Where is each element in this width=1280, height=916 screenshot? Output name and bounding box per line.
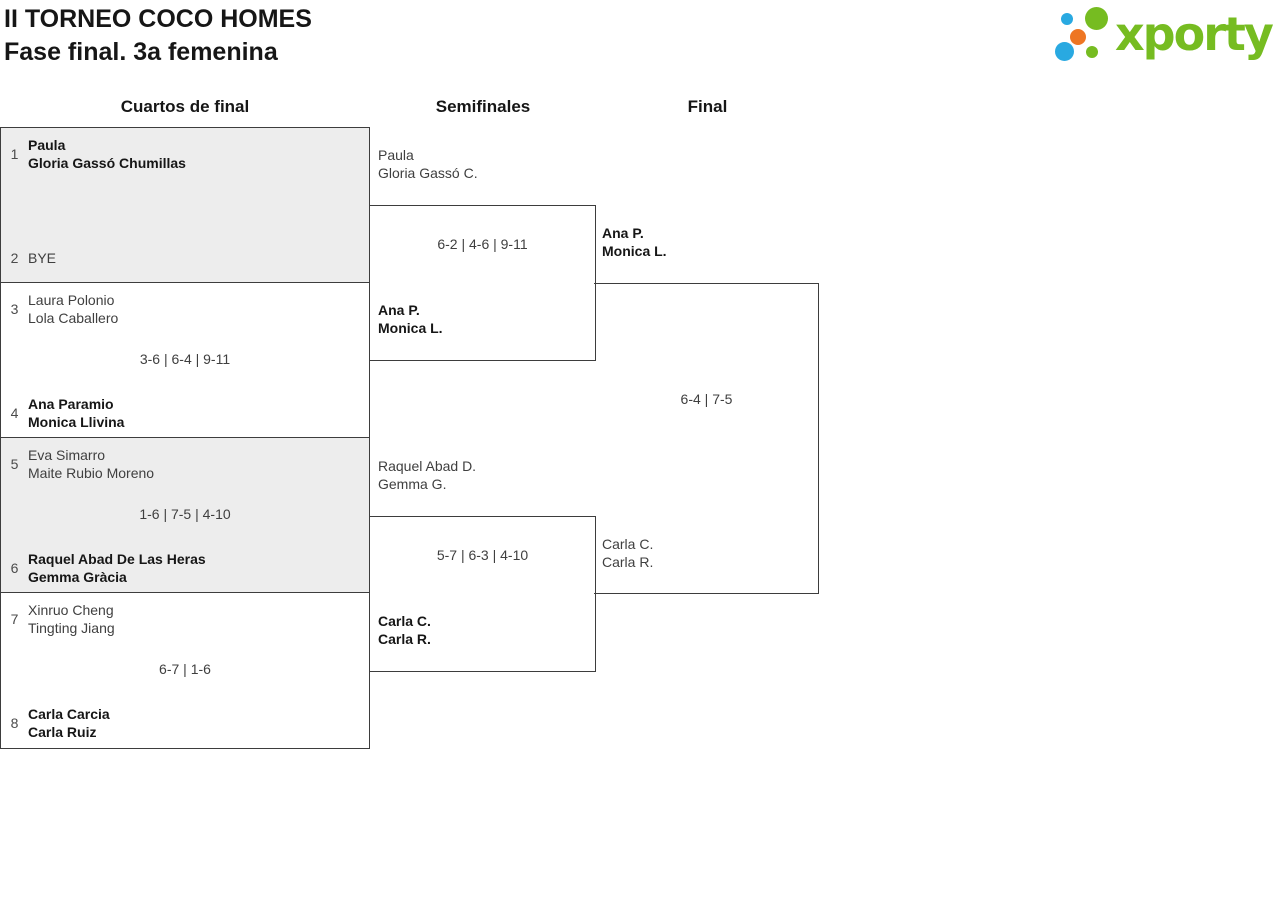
seed-number: 8 xyxy=(10,715,19,731)
team-row: 4 Ana Paramio Monica Llivina xyxy=(1,395,125,431)
team-name: Ana P. Monica L. xyxy=(378,302,443,336)
seed-number: 2 xyxy=(10,250,19,266)
seed-number: 1 xyxy=(10,146,19,162)
team-name: Laura Polonio Lola Caballero xyxy=(28,292,119,326)
team-name: Ana Paramio Monica Llivina xyxy=(28,396,125,430)
team-name: Carla C. Carla R. xyxy=(378,613,431,647)
team-row: 8 Carla Carcia Carla Ruiz xyxy=(1,705,110,741)
seed-number: 4 xyxy=(10,405,19,421)
team-name: Paula Gloria Gassó Chumillas xyxy=(28,137,186,171)
logo-dot-green-large-icon xyxy=(1085,7,1108,30)
xporty-logo[interactable]: xporty xyxy=(1045,0,1280,78)
logo-dot-green-small-icon xyxy=(1086,46,1098,58)
page-subtitle: Fase final. 3a femenina xyxy=(4,38,278,66)
quarterfinal-1-box: 1 Paula Gloria Gassó Chumillas 2 BYE xyxy=(0,127,370,283)
team-row: 6 Raquel Abad De Las Heras Gemma Gràcia xyxy=(1,550,206,586)
team-name: Ana P. Monica L. xyxy=(602,225,667,259)
team-name: Xinruo Cheng Tingting Jiang xyxy=(28,602,115,636)
seed-number: 5 xyxy=(10,456,19,472)
match-score: 6-7 | 1-6 xyxy=(159,661,211,677)
team-name: Carla C. Carla R. xyxy=(602,536,654,570)
seed-number: 3 xyxy=(10,301,19,317)
round-header-quarterfinals: Cuartos de final xyxy=(120,97,250,116)
quarterfinal-4-box: 7 Xinruo Cheng Tingting Jiang 6-7 | 1-6 … xyxy=(0,592,370,749)
page-title: II TORNEO COCO HOMES xyxy=(4,5,312,33)
team-name: Carla Carcia Carla Ruiz xyxy=(28,706,110,740)
match-score: 1-6 | 7-5 | 4-10 xyxy=(139,506,231,522)
semifinal-2-box xyxy=(369,516,596,672)
team-name: BYE xyxy=(28,250,57,266)
team-name: Raquel Abad D. Gemma G. xyxy=(378,458,477,492)
logo-dot-blue-small-icon xyxy=(1061,13,1073,25)
team-row: 1 Paula Gloria Gassó Chumillas xyxy=(1,136,186,172)
team-row: 3 Laura Polonio Lola Caballero xyxy=(1,291,119,327)
final-box xyxy=(594,283,819,594)
xporty-wordmark: xporty xyxy=(1115,7,1274,61)
seed-number: 7 xyxy=(10,611,19,627)
match-score: 3-6 | 6-4 | 9-11 xyxy=(139,351,231,367)
team-name: Raquel Abad De Las Heras Gemma Gràcia xyxy=(28,551,206,585)
round-header-final: Final xyxy=(687,97,728,116)
team-name: Eva Simarro Maite Rubio Moreno xyxy=(28,447,155,481)
team-row: 7 Xinruo Cheng Tingting Jiang xyxy=(1,601,115,637)
quarterfinal-3-box: 5 Eva Simarro Maite Rubio Moreno 1-6 | 7… xyxy=(0,437,370,593)
logo-dot-blue-large-icon xyxy=(1055,42,1074,61)
match-score: 6-4 | 7-5 xyxy=(680,391,733,407)
logo-dot-orange-icon xyxy=(1070,29,1086,45)
team-name: Paula Gloria Gassó C. xyxy=(378,147,478,181)
team-row: 5 Eva Simarro Maite Rubio Moreno xyxy=(1,446,154,482)
quarterfinal-2-box: 3 Laura Polonio Lola Caballero 3-6 | 6-4… xyxy=(0,282,370,438)
match-score: 6-2 | 4-6 | 9-11 xyxy=(437,236,528,252)
team-row: 2 BYE xyxy=(1,240,56,276)
semifinal-1-box xyxy=(369,205,596,361)
match-score: 5-7 | 6-3 | 4-10 xyxy=(436,547,529,563)
seed-number: 6 xyxy=(10,560,19,576)
round-header-semifinals: Semifinales xyxy=(435,97,531,116)
